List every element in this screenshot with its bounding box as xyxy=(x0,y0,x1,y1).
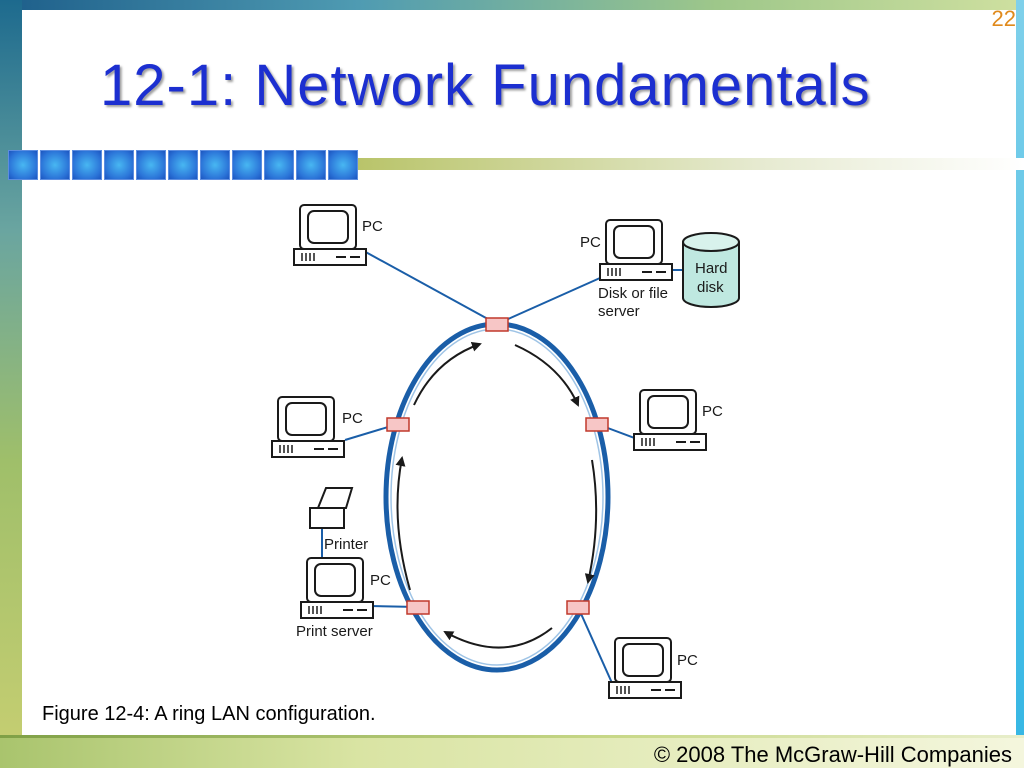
slide-number: 22 xyxy=(991,6,1016,31)
decorative-squares xyxy=(8,150,358,180)
slide-title: 12-1: Network Fundamentals xyxy=(100,53,871,118)
frame-bottom xyxy=(0,738,1024,768)
link-file-server xyxy=(496,277,601,325)
ring-node-right xyxy=(585,417,609,432)
decorative-square xyxy=(296,150,326,180)
figure-caption: Figure 12-4: A ring LAN configuration. xyxy=(42,703,376,725)
printer-label: Printer xyxy=(324,536,368,553)
decorative-square xyxy=(264,150,294,180)
decorative-square xyxy=(72,150,102,180)
decorative-square xyxy=(168,150,198,180)
hard-disk-label-line1: Hard xyxy=(695,260,728,277)
decorative-square xyxy=(328,150,358,180)
title-underline-band xyxy=(358,158,1024,170)
pc-file-server-icon xyxy=(599,219,673,281)
decorative-square xyxy=(104,150,134,180)
ring-node-left xyxy=(386,417,410,432)
ring-cable xyxy=(383,321,611,673)
flow-arrow-icon xyxy=(413,341,482,406)
ring-nodes xyxy=(386,317,609,615)
decorative-square xyxy=(8,150,38,180)
pc-top-left-icon xyxy=(293,204,367,266)
decorative-square xyxy=(40,150,70,180)
frame-left xyxy=(0,0,22,768)
flow-arrow-icon xyxy=(443,627,553,649)
pc-top-left-label: PC xyxy=(362,218,383,235)
link-bottom-right-pc xyxy=(577,606,613,684)
pc-left-icon xyxy=(271,396,345,458)
file-server-label-line1: Disk or file xyxy=(598,285,668,302)
frame-top xyxy=(0,0,1024,10)
pc-bottom-right-label: PC xyxy=(677,652,698,669)
pc-right-label: PC xyxy=(702,403,723,420)
link-top-left-pc xyxy=(361,249,498,325)
ring-node-bottom-left xyxy=(406,600,430,615)
decorative-square xyxy=(232,150,262,180)
flow-arrows xyxy=(395,341,598,649)
decorative-square xyxy=(200,150,230,180)
ring-node-top xyxy=(485,317,509,332)
pc-file-server-label: PC xyxy=(580,234,601,251)
pc-print-server-icon xyxy=(300,557,374,619)
pc-right-icon xyxy=(633,389,707,451)
printer-icon xyxy=(309,487,354,529)
print-server-label: Print server xyxy=(296,623,373,640)
flow-arrow-icon xyxy=(395,456,411,591)
ring-node-bottom-right xyxy=(566,600,590,615)
pc-left-label: PC xyxy=(342,410,363,427)
frame-bottom-rim xyxy=(0,735,1024,738)
hard-disk-label-line2: disk xyxy=(697,279,724,296)
flow-arrow-icon xyxy=(584,459,598,584)
copyright-notice: © 2008 The McGraw-Hill Companies xyxy=(653,742,1012,767)
hard-disk-icon xyxy=(682,232,740,308)
decorative-square xyxy=(136,150,166,180)
flow-arrow-icon xyxy=(514,344,580,407)
frame-right xyxy=(1016,0,1024,768)
title-underline-bar xyxy=(8,150,1024,180)
pc-print-server-label: PC xyxy=(370,572,391,589)
pc-bottom-right-icon xyxy=(608,637,682,699)
file-server-label-line2: server xyxy=(598,303,640,320)
